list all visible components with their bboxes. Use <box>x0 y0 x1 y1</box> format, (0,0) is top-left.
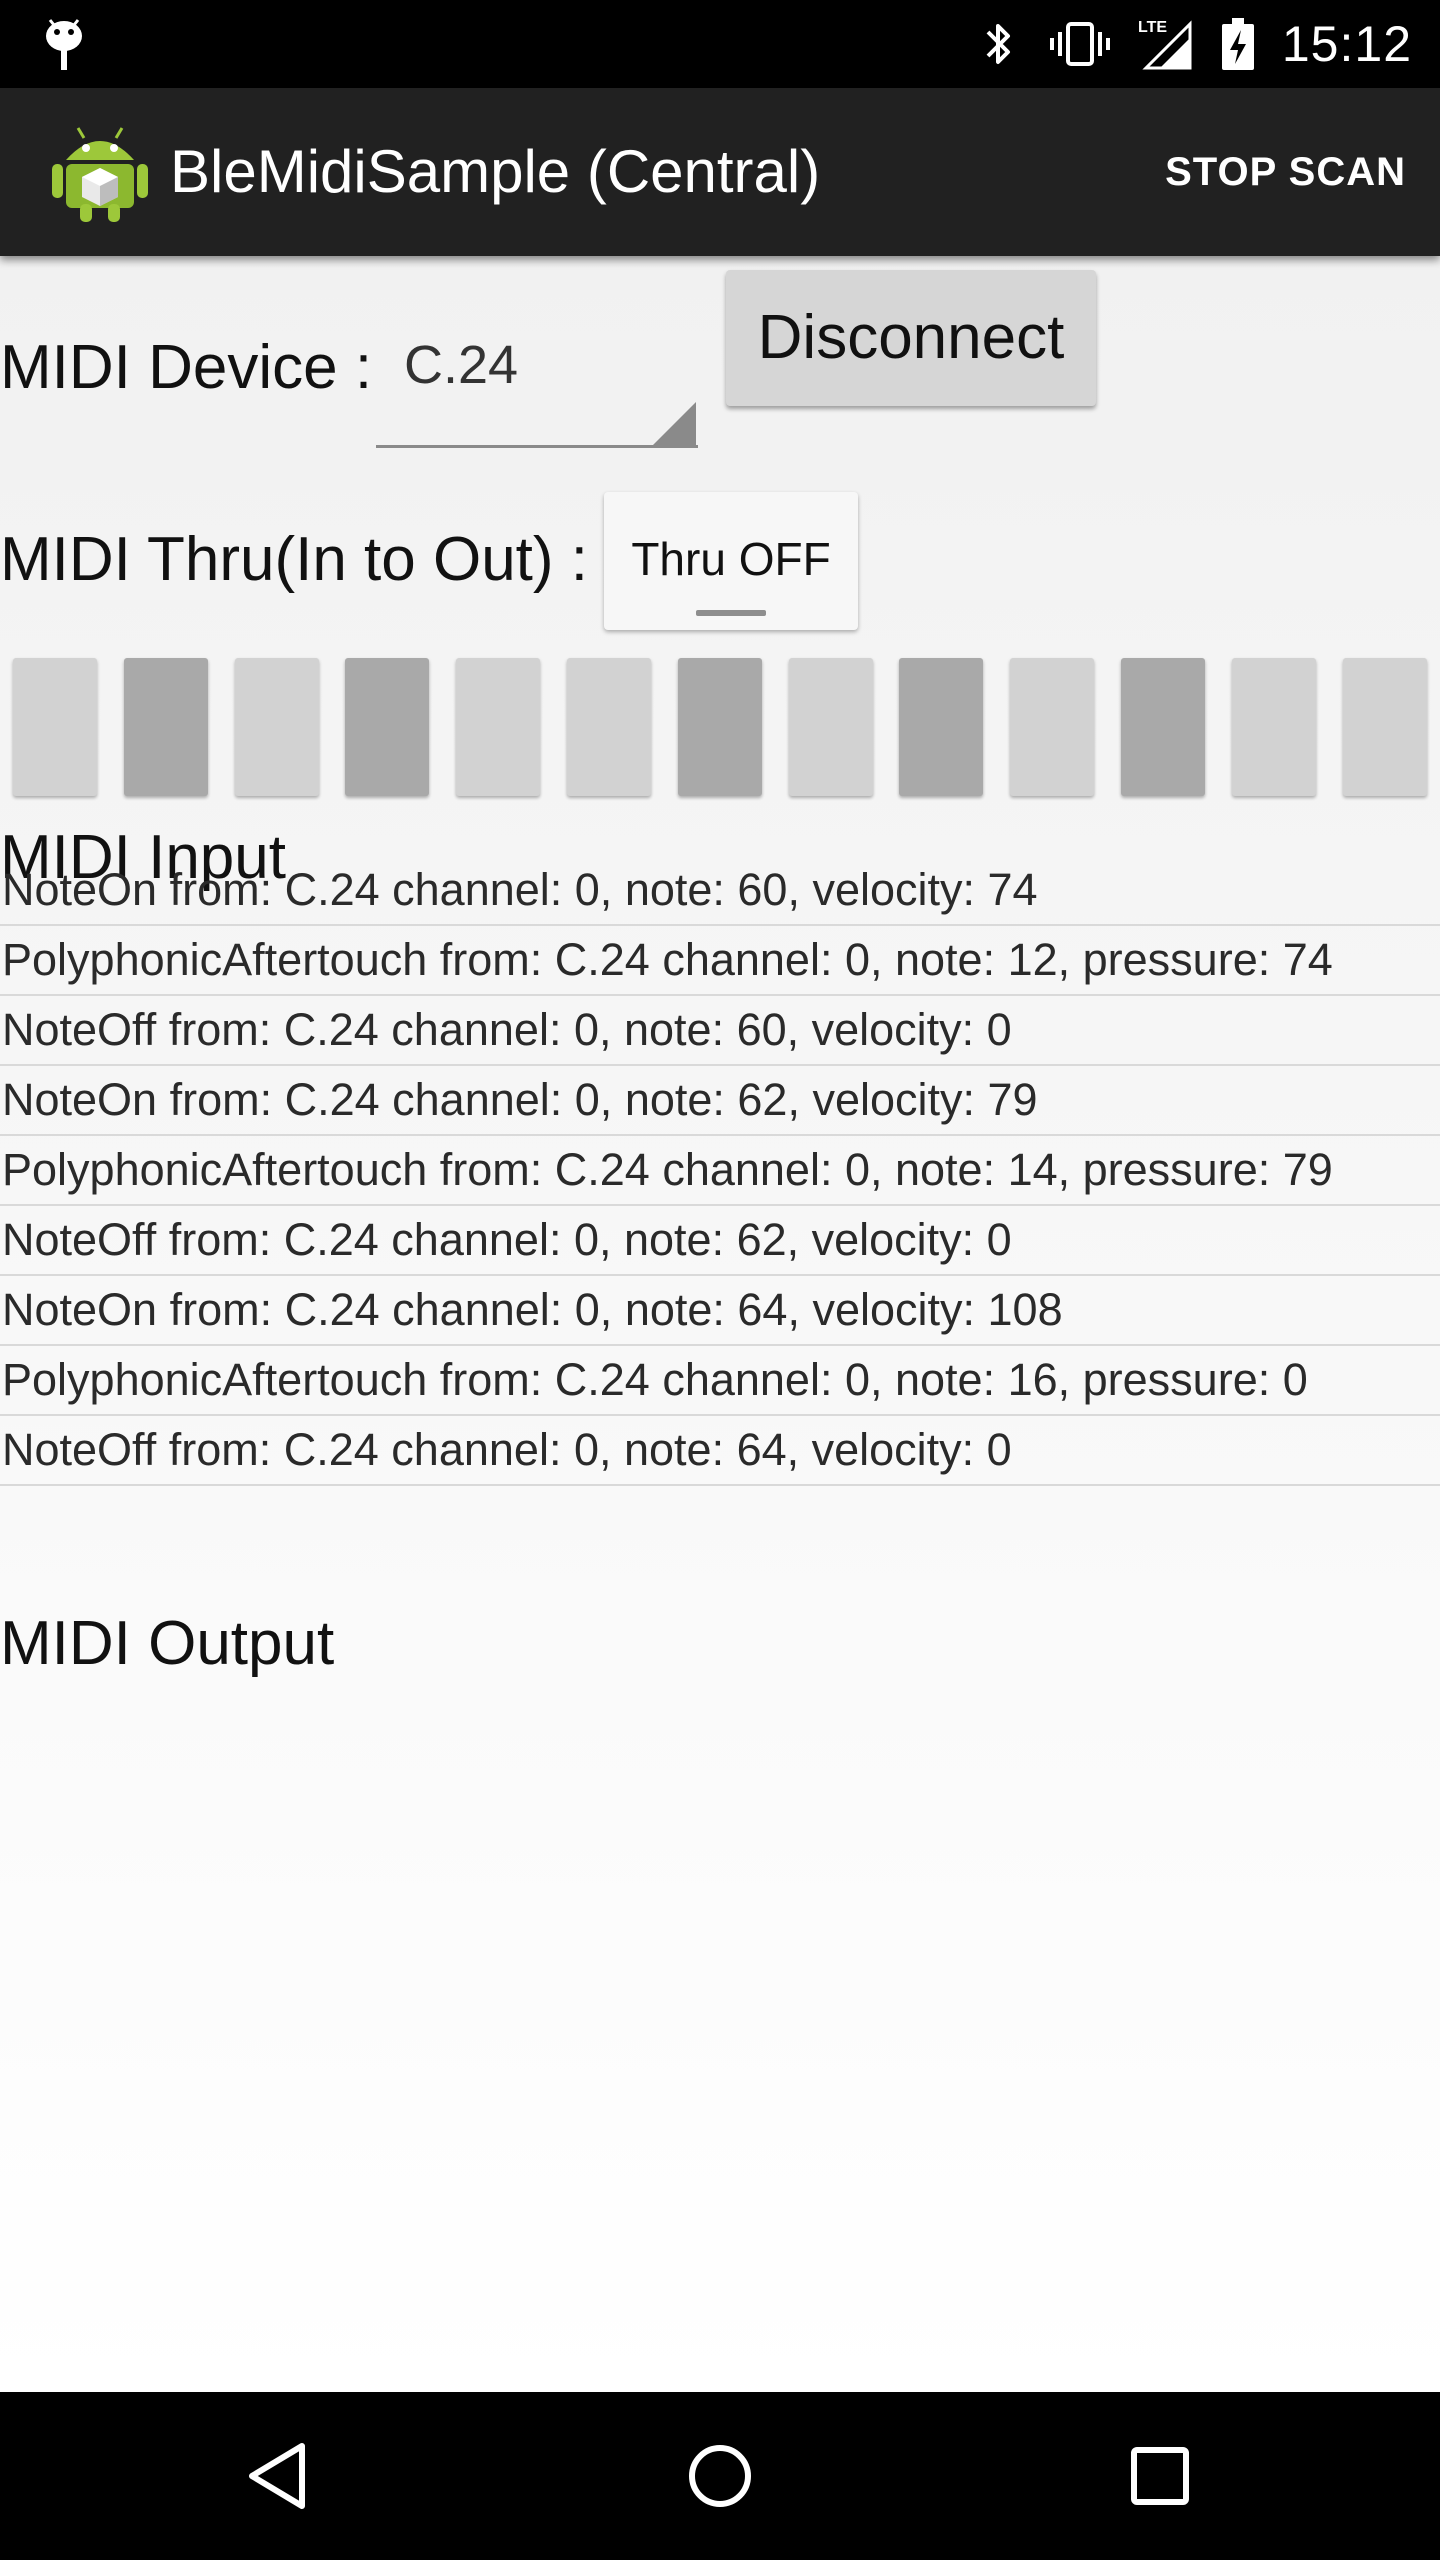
piano-key-black[interactable] <box>123 658 208 796</box>
midi-input-entry[interactable]: NoteOn from: C.24 channel: 0, note: 62, … <box>0 1066 1440 1136</box>
app-title: BleMidiSample (Central) <box>170 138 821 205</box>
vibrate-icon <box>1049 22 1110 66</box>
battery-charging-icon <box>1221 18 1254 70</box>
bluetooth-icon <box>986 24 1010 64</box>
midi-input-entry[interactable]: PolyphonicAftertouch from: C.24 channel:… <box>0 926 1440 996</box>
midi-input-entry[interactable]: NoteOff from: C.24 channel: 0, note: 64,… <box>0 1416 1440 1486</box>
lte-signal-icon: LTE <box>1138 19 1192 70</box>
spinner-dropdown-icon <box>652 402 696 446</box>
midi-input-list[interactable]: NoteOn from: C.24 channel: 0, note: 60, … <box>0 864 1440 1486</box>
midi-device-selected: C.24 <box>404 335 519 395</box>
midi-input-entry[interactable]: NoteOn from: C.24 channel: 0, note: 64, … <box>0 1276 1440 1346</box>
thru-toggle-indicator <box>696 610 766 616</box>
midi-input-entry[interactable]: PolyphonicAftertouch from: C.24 channel:… <box>0 1346 1440 1416</box>
svg-text:LTE: LTE <box>1138 19 1167 36</box>
midi-device-spinner[interactable]: C.24 <box>376 326 698 462</box>
piano-key-white[interactable] <box>234 658 319 796</box>
android-app-icon <box>52 127 148 222</box>
piano-key-black[interactable] <box>345 658 430 796</box>
piano-key-white[interactable] <box>1010 658 1095 796</box>
piano-key-white[interactable] <box>13 658 97 796</box>
status-bar: LTE 15:12 <box>0 0 1440 88</box>
spinner-underline <box>376 445 698 448</box>
stop-scan-button[interactable]: STOP SCAN <box>1165 150 1406 194</box>
android-notification-icon <box>46 19 82 70</box>
midi-input-title: MIDI Input <box>0 823 286 892</box>
back-icon[interactable] <box>240 2436 320 2516</box>
midi-input-entry[interactable]: NoteOff from: C.24 channel: 0, note: 62,… <box>0 1206 1440 1276</box>
midi-input-entry[interactable]: PolyphonicAftertouch from: C.24 channel:… <box>0 1136 1440 1206</box>
status-time: 15:12 <box>1281 16 1412 72</box>
midi-thru-label: MIDI Thru(In to Out) : <box>0 525 589 594</box>
midi-input-entry[interactable]: NoteOn from: C.24 channel: 0, note: 60, … <box>0 856 1440 926</box>
midi-output-title: MIDI Output <box>0 1609 335 1678</box>
main-content: MIDI Device : C.24 Disconnect MIDI Thru(… <box>0 256 1440 2392</box>
piano-key-black[interactable] <box>1121 658 1205 796</box>
home-icon[interactable] <box>680 2436 760 2516</box>
piano-key-white[interactable] <box>788 658 873 796</box>
piano-key-white[interactable] <box>567 658 651 796</box>
disconnect-button[interactable]: Disconnect <box>726 270 1096 406</box>
piano-keyboard <box>13 658 1433 798</box>
app-bar: BleMidiSample (Central) STOP SCAN <box>0 88 1440 256</box>
recents-icon[interactable] <box>1120 2436 1200 2516</box>
navigation-bar <box>0 2392 1440 2560</box>
piano-key-white[interactable] <box>1342 658 1427 796</box>
piano-key-white[interactable] <box>456 658 541 796</box>
piano-key-black[interactable] <box>677 658 762 796</box>
status-icons: LTE 15:12 <box>974 0 1412 88</box>
midi-device-label: MIDI Device : <box>0 333 373 402</box>
piano-key-white[interactable] <box>1231 658 1316 796</box>
piano-key-black[interactable] <box>899 658 984 796</box>
thru-toggle-label: Thru OFF <box>631 533 831 585</box>
thru-toggle-button[interactable]: Thru OFF <box>604 492 858 630</box>
midi-input-entry[interactable]: NoteOff from: C.24 channel: 0, note: 60,… <box>0 996 1440 1066</box>
